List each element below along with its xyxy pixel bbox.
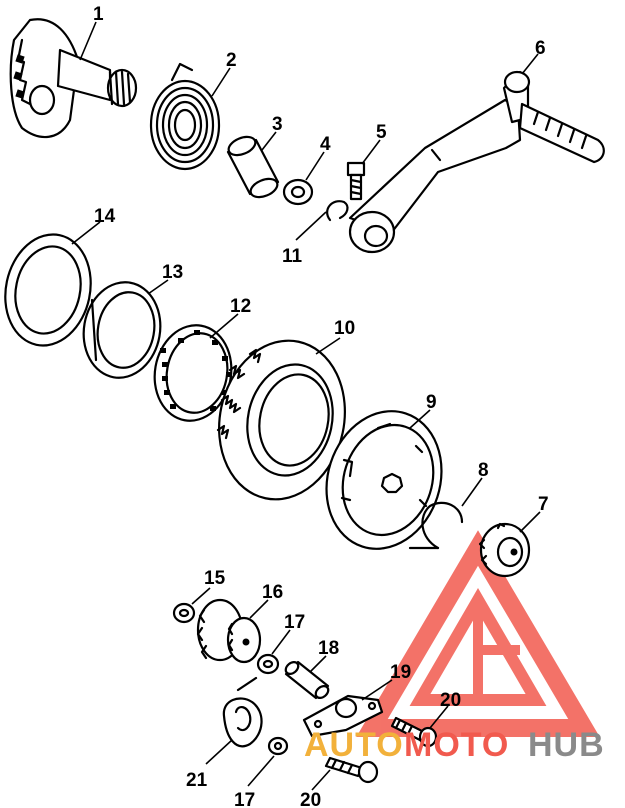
- part-kick-shaft: [9, 18, 138, 139]
- callout-12: 12: [230, 296, 251, 317]
- part-circlip-small: [326, 200, 349, 222]
- part-idle-gear: [196, 598, 262, 664]
- callout-16: 16: [262, 582, 283, 603]
- part-bracket: [302, 694, 384, 738]
- part-washer-15: [172, 602, 196, 624]
- leader-lines: [71, 21, 541, 791]
- callout-19: 19: [390, 662, 411, 683]
- part-pin: [284, 660, 330, 700]
- callout-17-lower: 17: [234, 790, 255, 808]
- part-washer-17b: [267, 736, 289, 756]
- part-bushing: [226, 135, 280, 199]
- part-return-spring: [149, 62, 221, 171]
- callout-5: 5: [376, 122, 387, 143]
- watermark-auto: AUTO: [304, 726, 404, 764]
- callout-4: 4: [320, 134, 331, 155]
- callout-9: 9: [426, 392, 437, 413]
- callout-20-right: 20: [440, 690, 461, 711]
- callout-20-lower: 20: [300, 790, 321, 808]
- callout-2: 2: [226, 50, 237, 71]
- part-stopper-plate: [222, 676, 263, 748]
- watermark-logo: [356, 530, 600, 737]
- part-ring-gear: [216, 339, 346, 501]
- part-large-ring: [4, 233, 92, 347]
- part-ring: [82, 281, 162, 379]
- callout-numbers: 1 2 3 4 5 6 7 8 9 10 11 12 13 14 15 16 1…: [93, 4, 549, 808]
- watermark-moto: MOTO: [404, 726, 509, 764]
- watermark-hub: HUB: [528, 726, 605, 764]
- part-clutch-hub: [325, 410, 443, 550]
- part-kick-lever: [348, 70, 605, 254]
- callout-8: 8: [478, 460, 489, 481]
- callout-14: 14: [94, 206, 116, 227]
- callout-17-upper: 17: [284, 612, 305, 633]
- part-washer: [282, 178, 314, 206]
- callout-7: 7: [538, 494, 549, 515]
- callout-15: 15: [204, 568, 226, 589]
- part-pinch-bolt: [346, 161, 366, 201]
- watermark-text: AUTO MOTO HUB: [304, 726, 605, 764]
- callout-13: 13: [162, 262, 183, 283]
- callout-3: 3: [272, 114, 283, 135]
- callout-21: 21: [186, 770, 208, 791]
- callout-11: 11: [282, 246, 303, 267]
- callout-18: 18: [318, 638, 339, 659]
- callout-1: 1: [93, 4, 104, 25]
- callout-10: 10: [334, 318, 355, 339]
- part-bolt-20a: [390, 716, 438, 748]
- part-washer-17a: [256, 653, 280, 675]
- part-bolt-20b: [324, 756, 379, 784]
- part-sprag-clutch: [153, 324, 233, 422]
- part-circlip: [408, 501, 464, 550]
- callout-6: 6: [535, 38, 546, 59]
- part-gear-nut: [478, 522, 531, 578]
